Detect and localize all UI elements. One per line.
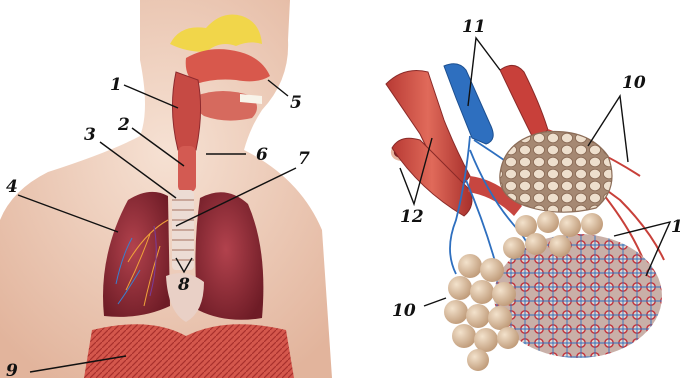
- label-1: 1: [110, 75, 122, 95]
- pulmonary-artery: [500, 65, 548, 140]
- pharynx: [172, 72, 200, 150]
- larynx: [178, 146, 196, 192]
- label-12: 12: [400, 207, 424, 227]
- label-8: 8: [177, 275, 190, 295]
- label-3: 3: [84, 125, 96, 145]
- label-6: 6: [256, 145, 268, 165]
- leader-10-lower: [424, 298, 446, 306]
- label-4: 4: [6, 177, 18, 197]
- label-11: 11: [462, 17, 486, 37]
- label-9: 9: [6, 361, 18, 378]
- label-10-upper: 10: [622, 73, 646, 93]
- alveolar-sac-cut: [500, 132, 612, 213]
- body-silhouette: [0, 0, 332, 378]
- label-5: 5: [290, 93, 302, 113]
- torso-illustration: [0, 0, 332, 378]
- trachea: [172, 190, 194, 270]
- label-13-partial: 1: [671, 217, 680, 237]
- label-7: 7: [298, 149, 310, 169]
- label-10-lower: 10: [392, 301, 416, 321]
- label-2: 2: [117, 115, 130, 135]
